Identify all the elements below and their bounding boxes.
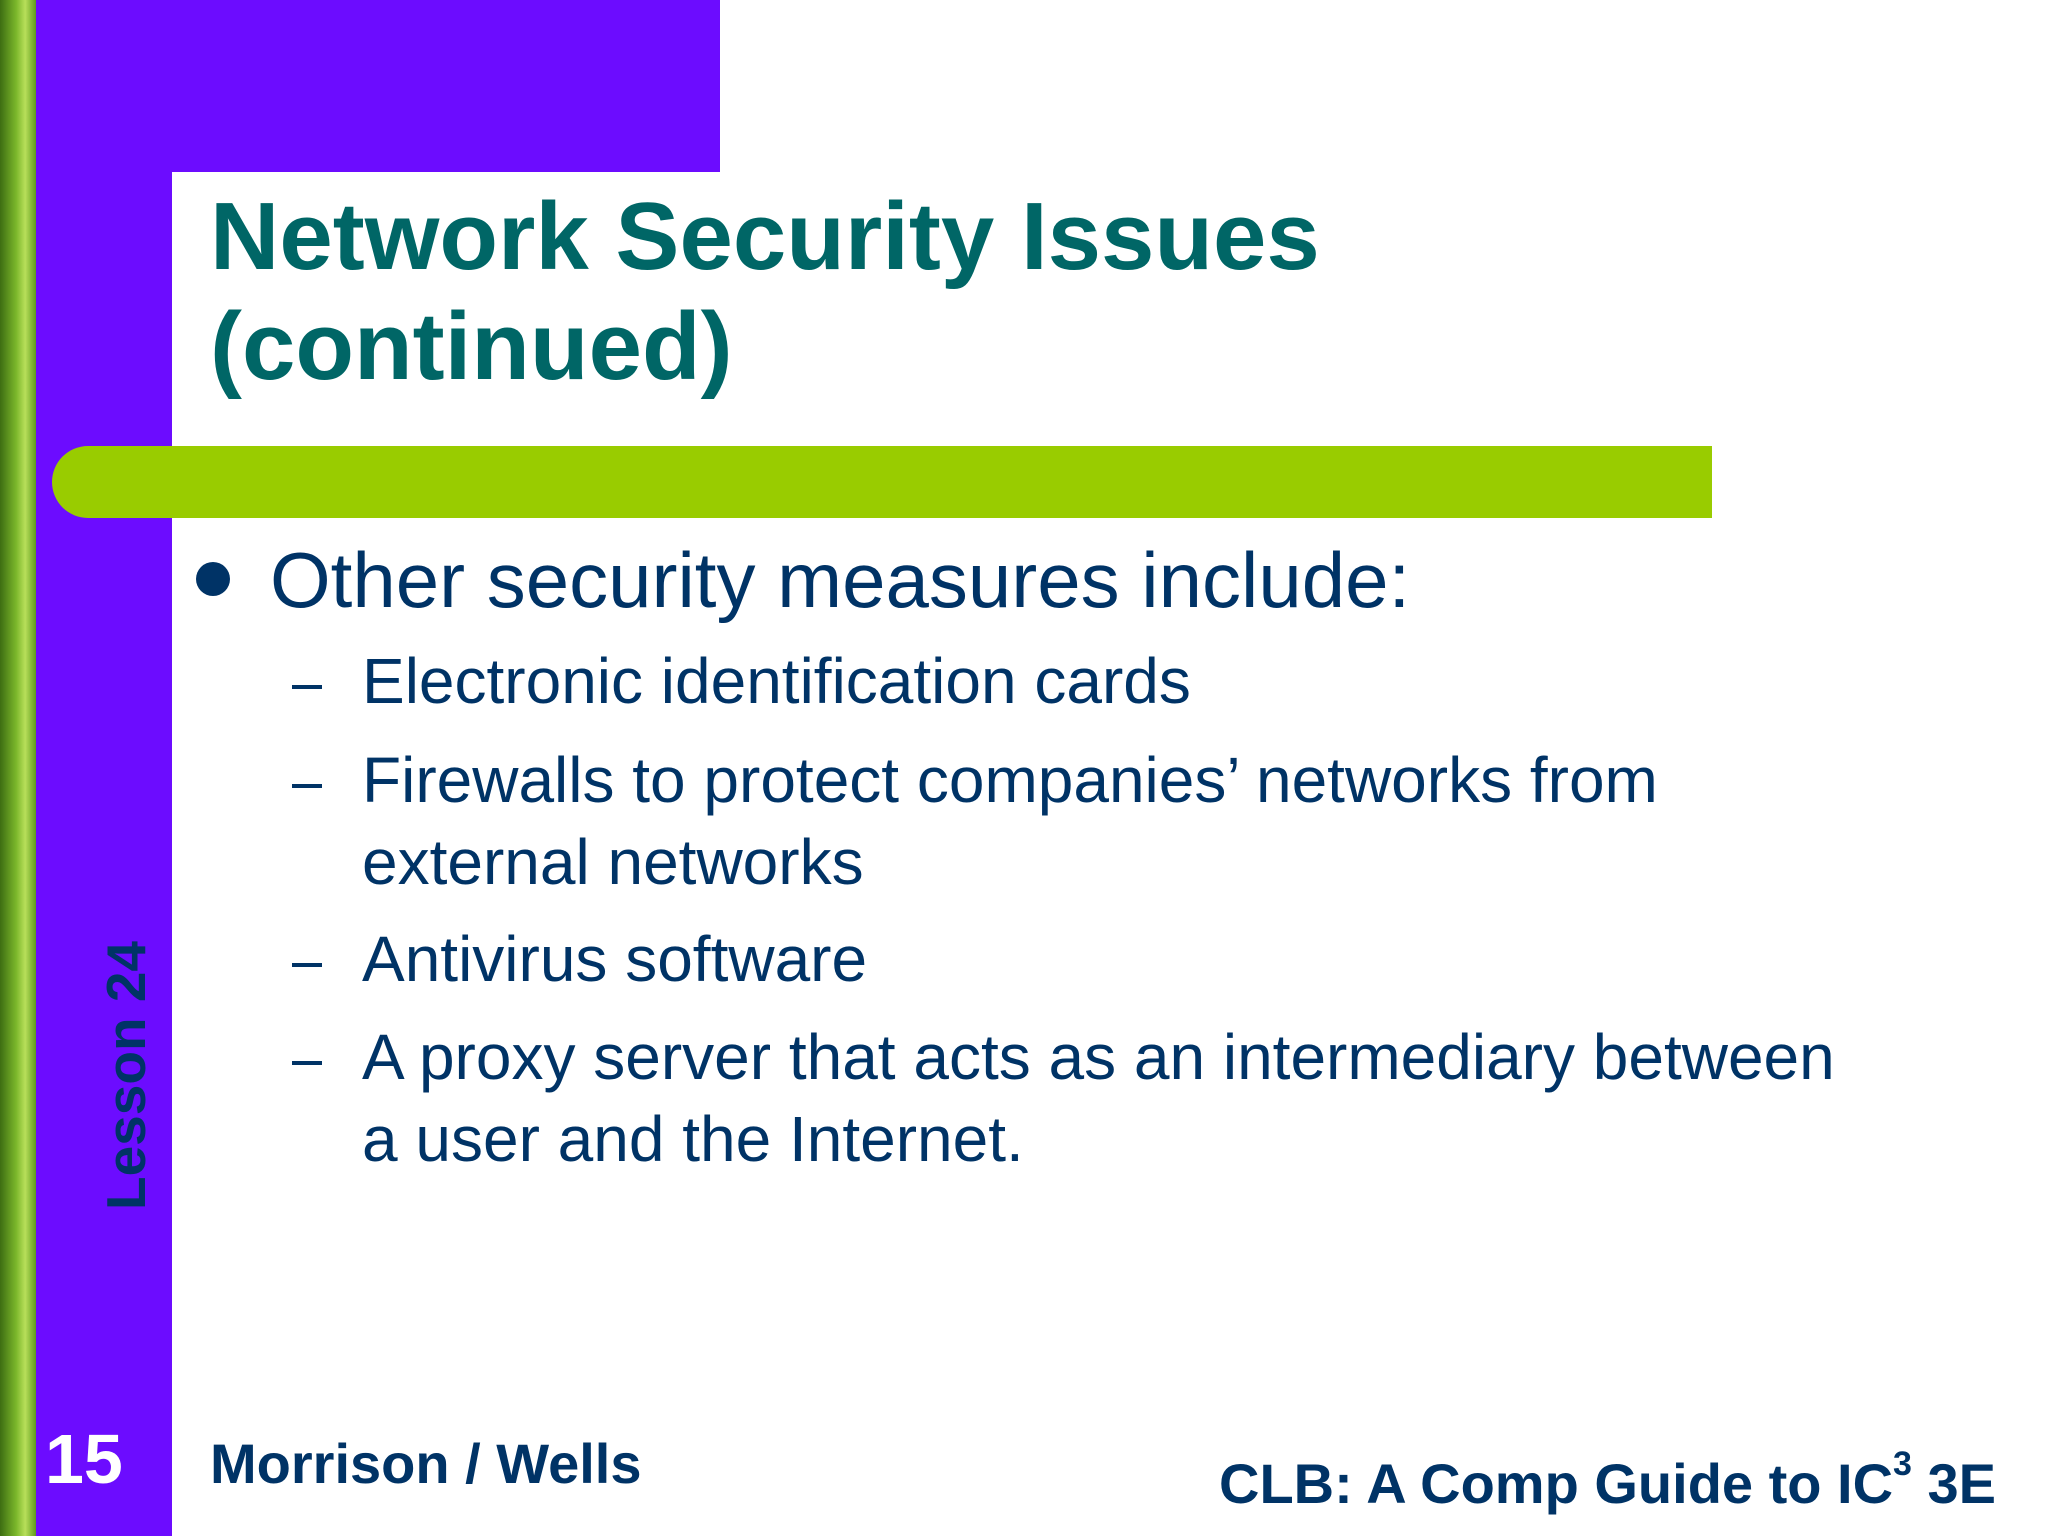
footer-course-title-edition: 3E (1911, 1452, 1996, 1515)
purple-top-block (36, 0, 720, 172)
footer-authors: Morrison / Wells (210, 1432, 642, 1495)
footer-course-title-superscript: 3 (1893, 1445, 1912, 1483)
main-bullet-text: Other security measures include: (270, 536, 1411, 624)
green-accent-bar (52, 446, 1712, 518)
sub-bullet-text: Electronic identification cards (362, 645, 1191, 717)
dash-icon (292, 784, 322, 788)
white-content-panel (172, 172, 2048, 1536)
slide-number: 15 (45, 1420, 123, 1498)
filled-circle-icon (196, 562, 230, 596)
green-decorative-edge (0, 0, 36, 1536)
dash-icon (292, 685, 322, 689)
sub-bullet-text: A proxy server that acts as an intermedi… (362, 1021, 1835, 1175)
sub-bullet-text: Antivirus software (362, 923, 868, 995)
slide-title-line-2: (continued) (210, 293, 733, 400)
footer-course-title: CLB: A Comp Guide to IC3 3E (1219, 1432, 1996, 1516)
slide-title-line-1: Network Security Issues (210, 183, 1320, 290)
footer-course-title-main: CLB: A Comp Guide to IC (1219, 1452, 1894, 1515)
lesson-label: Lesson 24 (95, 940, 157, 1210)
slide-title: Network Security Issues (continued) (210, 182, 1650, 402)
sub-bullet-text: Firewalls to protect companies’ networks… (362, 744, 1658, 898)
dash-icon (292, 1061, 322, 1065)
purple-side-bar (36, 0, 172, 1536)
dash-icon (292, 963, 322, 967)
